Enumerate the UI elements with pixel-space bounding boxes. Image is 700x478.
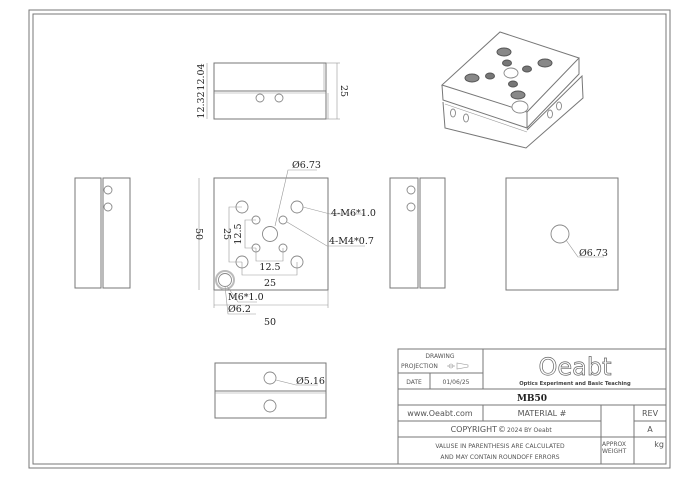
svg-text:Optics Experiment and Basic Te: Optics Experiment and Basic Teaching — [519, 381, 631, 387]
dim-back-hole: Ø6.73 — [579, 248, 608, 259]
front-view: Ø6.73 4-M6*1.0 4-M4*0.7 50 25 12.5 12.5 … — [193, 160, 376, 328]
dim-small-horizontal: 12.5 — [259, 262, 280, 273]
svg-text:COPYRIGHT: COPYRIGHT — [451, 425, 498, 434]
dim-hole-horizontal: 25 — [264, 278, 276, 289]
dim-m4-callout: 4-M4*0.7 — [329, 236, 374, 247]
outer-frame — [28, 9, 671, 469]
title-block: DRAWING PROJECTION DATE 01/06/25 Oeabt O… — [397, 348, 667, 465]
dim-m6-callout: 4-M6*1.0 — [331, 208, 376, 219]
rev-value: A — [647, 425, 653, 434]
weight-label-2: WEIGHT — [602, 448, 627, 455]
dim-hole-vertical: 25 — [221, 228, 232, 240]
weight-label-1: APPROX — [602, 441, 626, 448]
oeabt-logo: Oeabt Optics Experiment and Basic Teachi… — [519, 353, 631, 387]
copyright: COPYRIGHT © 2024 BY Oeabt — [451, 425, 553, 434]
note-line-1: VALUSE IN PARENTHESIS ARE CALCULATED — [435, 443, 565, 450]
left-side-view — [74, 177, 131, 289]
dim-front-width: 50 — [264, 317, 276, 328]
dim-top-upper: 12.04 — [196, 63, 207, 90]
inner-frame — [32, 13, 667, 465]
drawing-label: DRAWING — [425, 353, 455, 360]
projection-label: PROJECTION — [401, 363, 438, 370]
website: www.Oeabt.com — [407, 409, 473, 418]
right-side-view — [389, 177, 446, 289]
dim-bottom-hole: Ø5.16 — [296, 376, 325, 387]
top-view: 12.04 12.32 25 — [196, 62, 349, 120]
dim-front-height: 50 — [193, 228, 204, 240]
copyright-icon: © — [498, 425, 506, 434]
isometric-view — [441, 31, 584, 149]
dim-corner-hole: Ø6.2 — [228, 304, 251, 315]
rev-label: REV — [642, 409, 659, 418]
dim-small-vertical: 12.5 — [233, 223, 244, 244]
dim-top-lower: 12.32 — [196, 91, 207, 118]
date-value: 01/06/25 — [443, 379, 470, 386]
svg-text:2024 BY Oeabt: 2024 BY Oeabt — [507, 427, 552, 434]
part-number: MB50 — [517, 394, 547, 404]
date-label: DATE — [406, 379, 422, 386]
svg-text:Oeabt: Oeabt — [538, 353, 611, 381]
note-line-2: AND MAY CONTAIN ROUNDOFF ERRORS — [440, 454, 559, 461]
back-view: Ø6.73 — [505, 177, 619, 291]
bottom-view: Ø5.16 — [214, 362, 327, 419]
material-label: MATERIAL # — [518, 409, 567, 418]
dim-center-hole: Ø6.73 — [292, 160, 321, 171]
projection-symbol-icon — [447, 362, 469, 370]
weight-unit: kg — [654, 440, 664, 449]
dim-top-height: 25 — [338, 85, 349, 97]
dim-corner-thread: M6*1.0 — [228, 292, 264, 303]
